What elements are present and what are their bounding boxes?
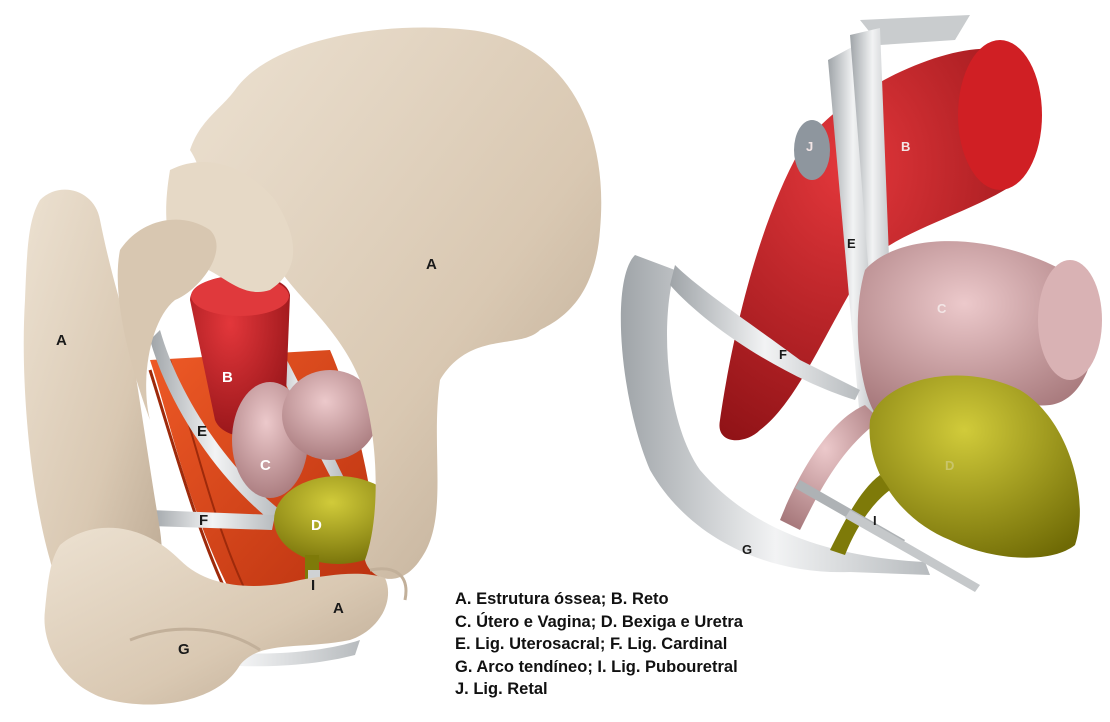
legend-line-1: A. Estrutura óssea; B. Reto xyxy=(455,588,785,611)
label-b-right: B xyxy=(901,140,910,153)
label-i-left: I xyxy=(311,578,315,593)
label-d-right: D xyxy=(945,459,954,472)
label-c-left: C xyxy=(260,458,271,473)
label-c-right: C xyxy=(937,302,946,315)
label-g-right: G xyxy=(742,543,752,556)
label-b-left: B xyxy=(222,370,233,385)
legend-line-3: E. Lig. Uterosacral; F. Lig. Cardinal xyxy=(455,633,785,656)
label-f-left: F xyxy=(199,513,208,528)
legend-line-2: C. Útero e Vagina; D. Bexiga e Uretra xyxy=(455,611,785,634)
right-organ-model xyxy=(621,15,1102,592)
label-j-right: J xyxy=(806,140,813,153)
label-e-right: E xyxy=(847,237,856,250)
label-e-left: E xyxy=(197,424,207,439)
label-d-left: D xyxy=(311,518,322,533)
label-g-left: G xyxy=(178,642,190,657)
legend: A. Estrutura óssea; B. Reto C. Útero e V… xyxy=(455,588,785,701)
legend-line-4: G. Arco tendíneo; I. Lig. Pubouretral xyxy=(455,656,785,679)
label-a-left: A xyxy=(56,333,67,348)
label-a-bottom: A xyxy=(333,601,344,616)
label-i-right: I xyxy=(873,514,877,527)
legend-line-5: J. Lig. Retal xyxy=(455,678,785,701)
label-f-right: F xyxy=(779,348,787,361)
label-a-right: A xyxy=(426,257,437,272)
